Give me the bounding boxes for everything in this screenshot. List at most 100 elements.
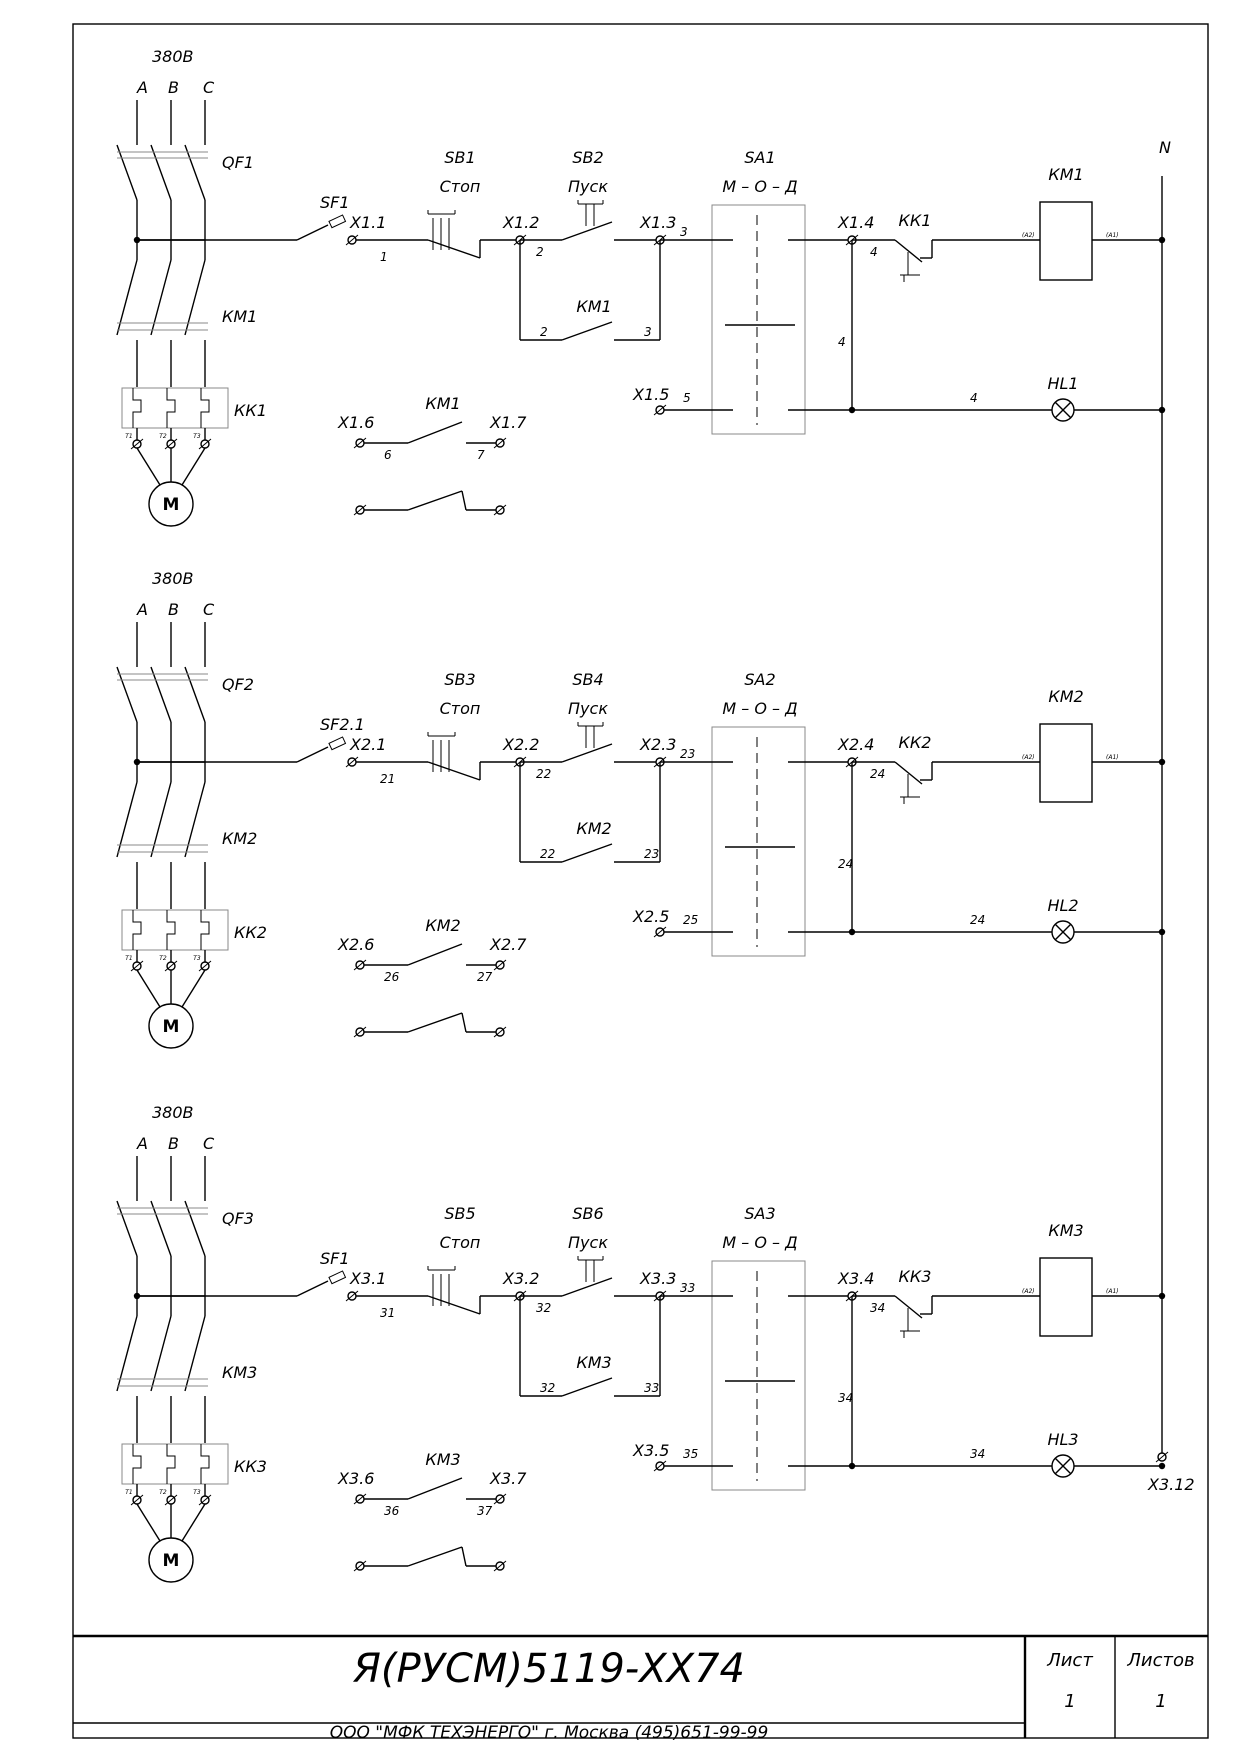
stop-button xyxy=(380,732,520,781)
motor-terminal xyxy=(164,438,178,450)
terminal-1-label: Х2.1 xyxy=(349,735,386,754)
spare-contact xyxy=(353,1012,507,1038)
terminal-x-7 xyxy=(493,1493,507,1505)
kk-term-t2: Т2 xyxy=(159,1489,167,1496)
breaker-qf xyxy=(116,1200,208,1284)
phase-a-label: А xyxy=(136,1134,148,1153)
wire-label: 34 xyxy=(870,1301,885,1315)
breaker-qf-label: QF3 xyxy=(222,1209,254,1228)
breaker-sf-label: SF1 xyxy=(320,193,350,212)
holding-contact-km xyxy=(519,240,661,341)
wire-label: 36 xyxy=(384,1504,400,1518)
terminal-x-5 xyxy=(653,926,667,938)
start-text: Пуск xyxy=(568,699,608,718)
kk-term-t1: Т1 xyxy=(125,955,132,962)
wire-label: 6 xyxy=(384,448,392,462)
contactor-km-label: КМ3 xyxy=(222,1363,257,1382)
motor-symbol-label: М xyxy=(163,1551,180,1571)
wire-label: 22 xyxy=(540,847,555,861)
spare-contact xyxy=(353,1546,507,1572)
holding-contact-label: КМ1 xyxy=(576,297,611,316)
holding-contact-label: КМ3 xyxy=(576,1353,611,1372)
kk-term-t3: Т3 xyxy=(193,1489,201,1496)
breaker-sf xyxy=(296,214,347,241)
wire-label: 2 xyxy=(536,245,544,259)
start-button xyxy=(520,1256,660,1297)
wire-label: 24 xyxy=(838,857,853,871)
selector-sa-label: SA1 xyxy=(744,148,775,167)
wire-label: 26 xyxy=(384,970,400,984)
motor: М xyxy=(136,1503,206,1583)
wire-label: 32 xyxy=(540,1381,555,1395)
selector-sa-label: SA3 xyxy=(744,1204,775,1223)
neutral-label: N xyxy=(1159,138,1171,157)
contactor-coil-km xyxy=(1039,723,1162,803)
sheet-frame xyxy=(72,23,1209,1739)
wire-label: 25 xyxy=(683,913,698,927)
wire-label: 31 xyxy=(380,1306,395,1320)
wire-label: 24 xyxy=(970,913,985,927)
wire-label: 4 xyxy=(838,335,846,349)
terminal-5-label: Х2.5 xyxy=(632,907,669,926)
terminal-1-label: Х1.1 xyxy=(349,213,386,232)
wire-label: 24 xyxy=(870,767,885,781)
thermal-contact-label: КК2 xyxy=(899,733,932,752)
stop-button xyxy=(380,1266,520,1315)
breaker-qf-label: QF2 xyxy=(222,675,254,694)
phase-c-label: С xyxy=(203,78,215,97)
wire-label: 7 xyxy=(477,448,485,462)
terminal-7-label: Х3.7 xyxy=(489,1469,527,1488)
junction-dot xyxy=(1158,1292,1166,1300)
sheets-label: Листов xyxy=(1126,1650,1194,1671)
terminal-1-label: Х3.1 xyxy=(349,1269,386,1288)
thermal-relay-contact-kk xyxy=(852,239,1040,282)
kk-term-t1: Т1 xyxy=(125,433,132,440)
selector-sa-label: SA2 xyxy=(744,670,775,689)
motor-terminal xyxy=(130,438,144,450)
junction-dot xyxy=(1158,236,1166,244)
motor-terminal xyxy=(130,960,144,972)
doc-code: Я(РУСМ)5119-ХХ74 xyxy=(352,1646,745,1692)
thermal-relay-kk-label: КК1 xyxy=(234,401,267,420)
selector-modes: М – О – Д xyxy=(722,177,797,196)
motor: М xyxy=(136,447,206,527)
junction-dot xyxy=(1158,758,1166,766)
terminal-6-label: Х2.6 xyxy=(337,935,374,954)
wire-label: 35 xyxy=(683,1447,698,1461)
phase-a-label: А xyxy=(136,600,148,619)
selector-switch-sa xyxy=(660,204,852,435)
sheet-label: Лист xyxy=(1046,1650,1093,1671)
thermal-contact-label: КК3 xyxy=(899,1267,932,1286)
kk-term-t3: Т3 xyxy=(193,955,201,962)
wire-label: 23 xyxy=(644,847,659,861)
terminal-5-label: Х1.5 xyxy=(632,385,669,404)
coil-terminal-a2: (А2) xyxy=(1022,1288,1035,1295)
stop-text: Стоп xyxy=(440,177,481,196)
terminal-spare xyxy=(493,1026,507,1038)
kk-term-t3: Т3 xyxy=(193,433,201,440)
supply-voltage-label: 380В xyxy=(152,569,194,588)
stop-text: Стоп xyxy=(440,699,481,718)
thermal-relay-kk xyxy=(121,1443,229,1485)
holding-contact-label: КМ2 xyxy=(576,819,611,838)
wire-label: 5 xyxy=(683,391,691,405)
wire-label: 23 xyxy=(680,747,695,761)
phase-b-label: В xyxy=(168,1134,179,1153)
indicator-lamp-label: HL1 xyxy=(1047,374,1078,393)
spare-contact xyxy=(353,490,507,516)
coil-terminal-a1: (А1) xyxy=(1106,1288,1119,1295)
terminal-3-label: Х1.3 xyxy=(639,213,676,232)
wire-label: 27 xyxy=(477,970,493,984)
contactor-km-label: КМ2 xyxy=(222,829,257,848)
aux-contact-km xyxy=(353,421,507,449)
breaker-sf-label: SF2.1 xyxy=(320,715,365,734)
contactor-km-label: КМ1 xyxy=(222,307,257,326)
wire-label: 33 xyxy=(644,1381,659,1395)
wire-label: 34 xyxy=(970,1447,985,1461)
wire-label: 37 xyxy=(477,1504,493,1518)
contactor-km-main xyxy=(116,1284,208,1392)
start-button xyxy=(520,200,660,241)
